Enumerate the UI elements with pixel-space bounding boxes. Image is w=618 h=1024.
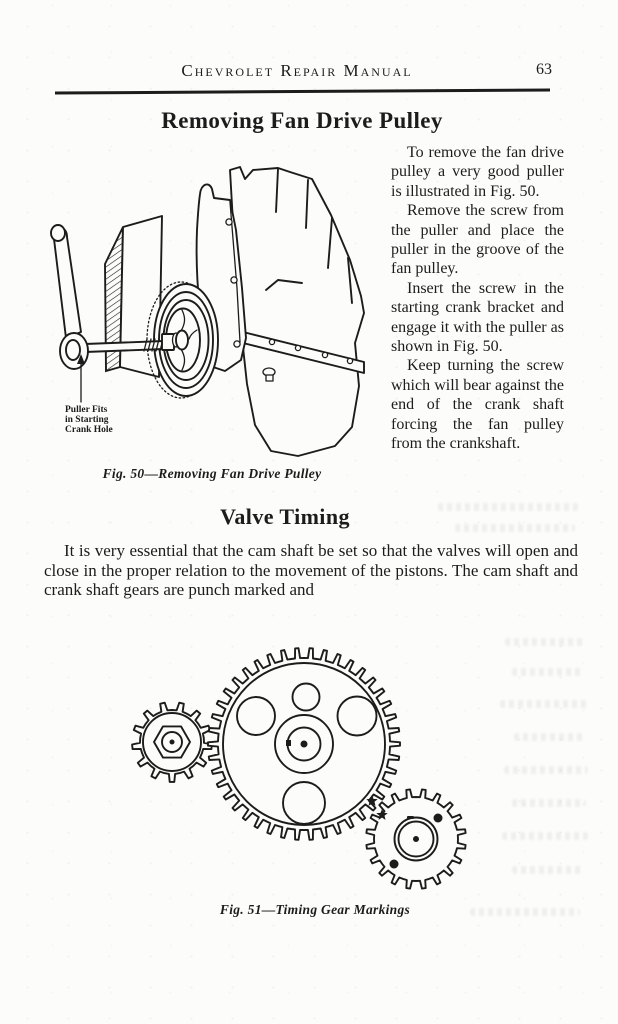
handle-knob: [50, 224, 66, 242]
label-line-3: Crank Hole: [65, 425, 113, 435]
figure-50-caption: Fig. 50—Removing Fan Drive Pulley: [102, 466, 322, 481]
handle-lever: [51, 226, 82, 339]
pulley-spoke: [180, 309, 186, 332]
cam-gear-hole: [336, 695, 378, 737]
left-gear-center-dot: [169, 739, 175, 745]
scan-artifact: [514, 733, 584, 741]
left-gear-ring: [142, 712, 202, 772]
fig51-svg: [131, 647, 467, 890]
label-line-2: in Starting: [65, 415, 109, 425]
engine-block: [229, 166, 365, 457]
block-detail-line: [327, 217, 333, 269]
cam-gear-hub-outer: [274, 714, 334, 774]
puller-bracket: [104, 215, 163, 378]
running-head-title: Chevrolet Repair Manual: [181, 61, 413, 80]
paragraph: It is very essential that the cam shaft …: [44, 541, 578, 600]
scan-artifact: [512, 866, 584, 874]
paragraph: Insert the screw in the starting crank b…: [391, 279, 564, 356]
body-column-right: To remove the fan drive pulley a very go…: [391, 143, 564, 454]
figure-label: Puller Fits in Starting Crank Hole: [65, 354, 113, 435]
figure-51-illustration: [95, 612, 495, 904]
header-rule: [54, 88, 551, 95]
cover-bolt: [233, 340, 241, 348]
screw-threads: [143, 338, 164, 352]
timing-star-mark: [366, 795, 378, 806]
cam-gear-hole: [236, 696, 276, 736]
flange-bolt: [268, 338, 276, 346]
fig50-svg: Puller Fits in Starting Crank Hole: [50, 166, 365, 457]
section-title-valve-timing: Valve Timing: [220, 504, 350, 529]
timing-star-mark: [376, 809, 388, 820]
scan-artifact: [455, 524, 575, 532]
cam-gear-keyway-mark: [286, 740, 291, 746]
pulley-spoke: [180, 348, 186, 371]
crank-gear-hub-inner: [397, 820, 435, 858]
crank-gear-center-dot: [413, 836, 419, 842]
scan-artifact: [504, 766, 588, 774]
pulley-hub: [175, 329, 189, 351]
scan-artifact: [500, 700, 588, 708]
block-detail-line: [347, 257, 353, 304]
flange-bolt: [346, 357, 354, 365]
scan-artifact: [505, 638, 585, 646]
scan-artifact: [502, 832, 588, 840]
cam-gear-hole: [282, 781, 326, 825]
cover-flange-line: [229, 201, 241, 343]
block-detail-line: [265, 279, 303, 291]
scan-artifact: [470, 908, 580, 916]
flange-bolt: [321, 351, 329, 359]
cam-gear-body: [222, 662, 386, 826]
pulley-spoke: [188, 329, 198, 340]
paragraph: Remove the screw from the puller and pla…: [391, 202, 564, 278]
crank-gear-hub-outer: [393, 816, 439, 862]
handle-eye-inner: [65, 339, 81, 361]
scan-artifact: [438, 503, 578, 511]
cover-bolt: [230, 276, 238, 284]
crank-gear: [365, 788, 467, 890]
punch-mark-dot: [433, 813, 443, 823]
label-line-1: Puller Fits: [65, 405, 108, 415]
arrowhead: [77, 354, 85, 364]
cam-gear-hole: [291, 682, 321, 712]
figure-51-caption: Fig. 51—Timing Gear Markings: [219, 902, 411, 917]
block-detail-line: [305, 179, 309, 229]
hub-tick-mark: [407, 816, 414, 819]
scan-artifact: [512, 668, 584, 676]
left-gear: [131, 701, 213, 783]
body-paragraph-valve-timing: It is very essential that the cam shaft …: [44, 541, 578, 600]
block-detail-line: [275, 168, 279, 213]
cam-gear-center-dot: [300, 740, 308, 748]
drain-plug-nut: [265, 374, 274, 382]
flange-bolt: [294, 344, 302, 352]
page-number: 63: [536, 61, 552, 78]
paragraph: To remove the fan drive pulley a very go…: [391, 144, 564, 200]
paragraph: Keep turning the screw which will bear a…: [391, 357, 564, 453]
block-outline: [229, 166, 365, 457]
scan-artifact: [512, 799, 586, 807]
section-title-removing-fan-drive-pulley: Removing Fan Drive Pulley: [161, 108, 443, 133]
bracket-front-face: [119, 215, 163, 378]
left-gear-bore: [161, 731, 183, 753]
punch-mark-dot: [389, 859, 399, 869]
figure-50-illustration: Puller Fits in Starting Crank Hole: [28, 138, 390, 470]
cover-bolt: [225, 218, 233, 226]
cam-gear: [207, 647, 401, 841]
